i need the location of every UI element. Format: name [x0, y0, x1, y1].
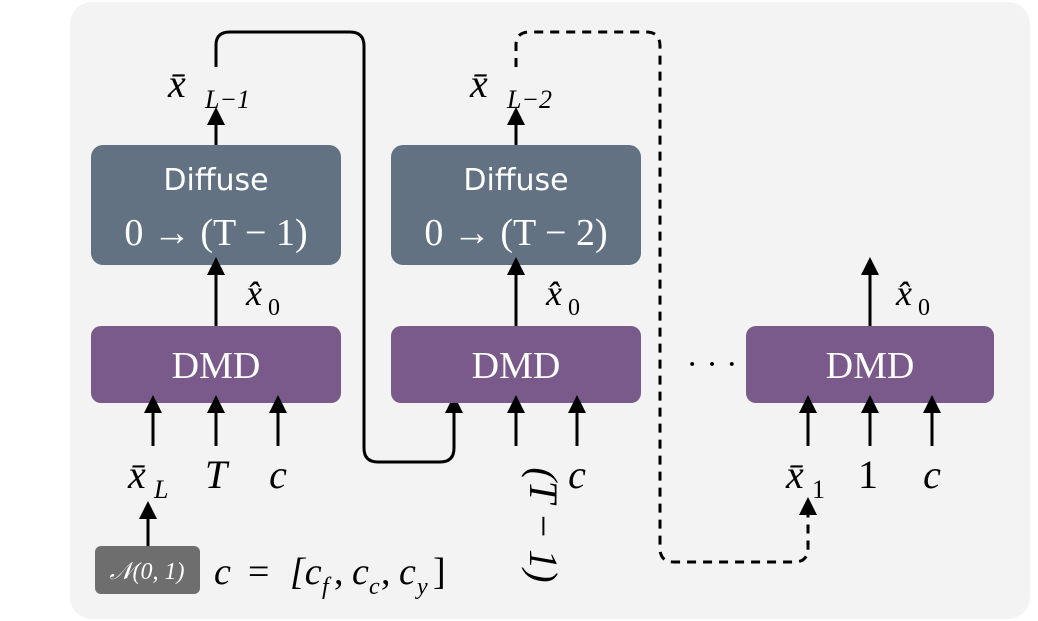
noise-label: 𝒩(0, 1)	[110, 559, 185, 585]
condition-eq: =	[248, 551, 269, 593]
stage-2: x̄ L−2 Diffuse 0 → (T − 2) x̂ 0 DMD (T −…	[391, 61, 641, 583]
stage2-x0-sub: 0	[568, 295, 580, 321]
stage1-dmd-label: DMD	[172, 345, 261, 387]
stage2-dmd-label: DMD	[472, 345, 561, 387]
condition-rhs-start: [c	[290, 551, 322, 593]
stage1-diffuse-range: 0 → (T − 1)	[124, 212, 307, 254]
stage2-t-input-label: (T − 1)	[521, 467, 566, 582]
stage2-x0-label: x̂	[545, 273, 562, 313]
noise-box	[95, 546, 200, 594]
stage2-diffuse-box	[391, 145, 641, 265]
stage2-output-sub: L−2	[506, 85, 552, 114]
stage3-x-input-sub: 1	[812, 475, 825, 504]
stage3-x0-sub: 0	[918, 295, 930, 321]
condition-bracket-close: ]	[433, 551, 446, 593]
stage1-to-stage2-connector	[214, 30, 463, 464]
stage1-x-input-label: x̄	[127, 452, 146, 497]
stage2-dmd-box	[391, 326, 641, 403]
stage3-t-input-label: 1	[858, 452, 878, 497]
stage1-x0-label: x̂	[245, 273, 262, 313]
stage-3: x̂ 0 DMD x̄ 1 1 c	[746, 257, 994, 504]
stage1-output-sub: L−1	[204, 85, 250, 114]
svg-text:,: ,	[334, 551, 344, 593]
condition-definition: c = [c f , c c , c y ]	[214, 551, 446, 600]
stage2-diffuse-range: 0 → (T − 2)	[424, 212, 607, 254]
condition-f-sub: f	[322, 574, 332, 600]
stage1-dmd-box	[91, 326, 341, 403]
stage3-x0-label: x̂	[895, 273, 912, 313]
stage1-output-label: x̄	[167, 61, 186, 106]
stage1-x0-sub: 0	[268, 295, 280, 321]
stage2-c-input-label: c	[568, 452, 586, 497]
condition-y-sub: y	[415, 574, 428, 600]
stage1-t-input-label: T	[205, 452, 230, 497]
condition-c-y: c	[399, 551, 416, 593]
stage3-dmd-box	[746, 326, 994, 403]
condition-c-c: c	[352, 551, 369, 593]
condition-lhs: c	[214, 551, 231, 593]
stage1-x-input-sub: L	[153, 475, 168, 504]
stage3-dmd-label: DMD	[826, 345, 915, 387]
condition-c-sub: c	[369, 574, 380, 600]
stage2-output-label: x̄	[469, 61, 488, 106]
stage1-diffuse-box	[91, 145, 341, 265]
stage2-diffuse-title: Diffuse	[463, 163, 568, 198]
stage2-to-stage3-connector	[514, 30, 817, 564]
stage3-x-input-label: x̄	[785, 452, 804, 497]
ellipsis: · · ·	[687, 346, 738, 383]
stage1-diffuse-title: Diffuse	[163, 163, 268, 198]
svg-text:,: ,	[381, 551, 391, 593]
stage1-c-input-label: c	[269, 452, 287, 497]
stage3-c-input-label: c	[923, 452, 941, 497]
stage-1: x̄ L−1 Diffuse 0 → (T − 1) x̂ 0 DMD x̄ L…	[91, 61, 446, 600]
